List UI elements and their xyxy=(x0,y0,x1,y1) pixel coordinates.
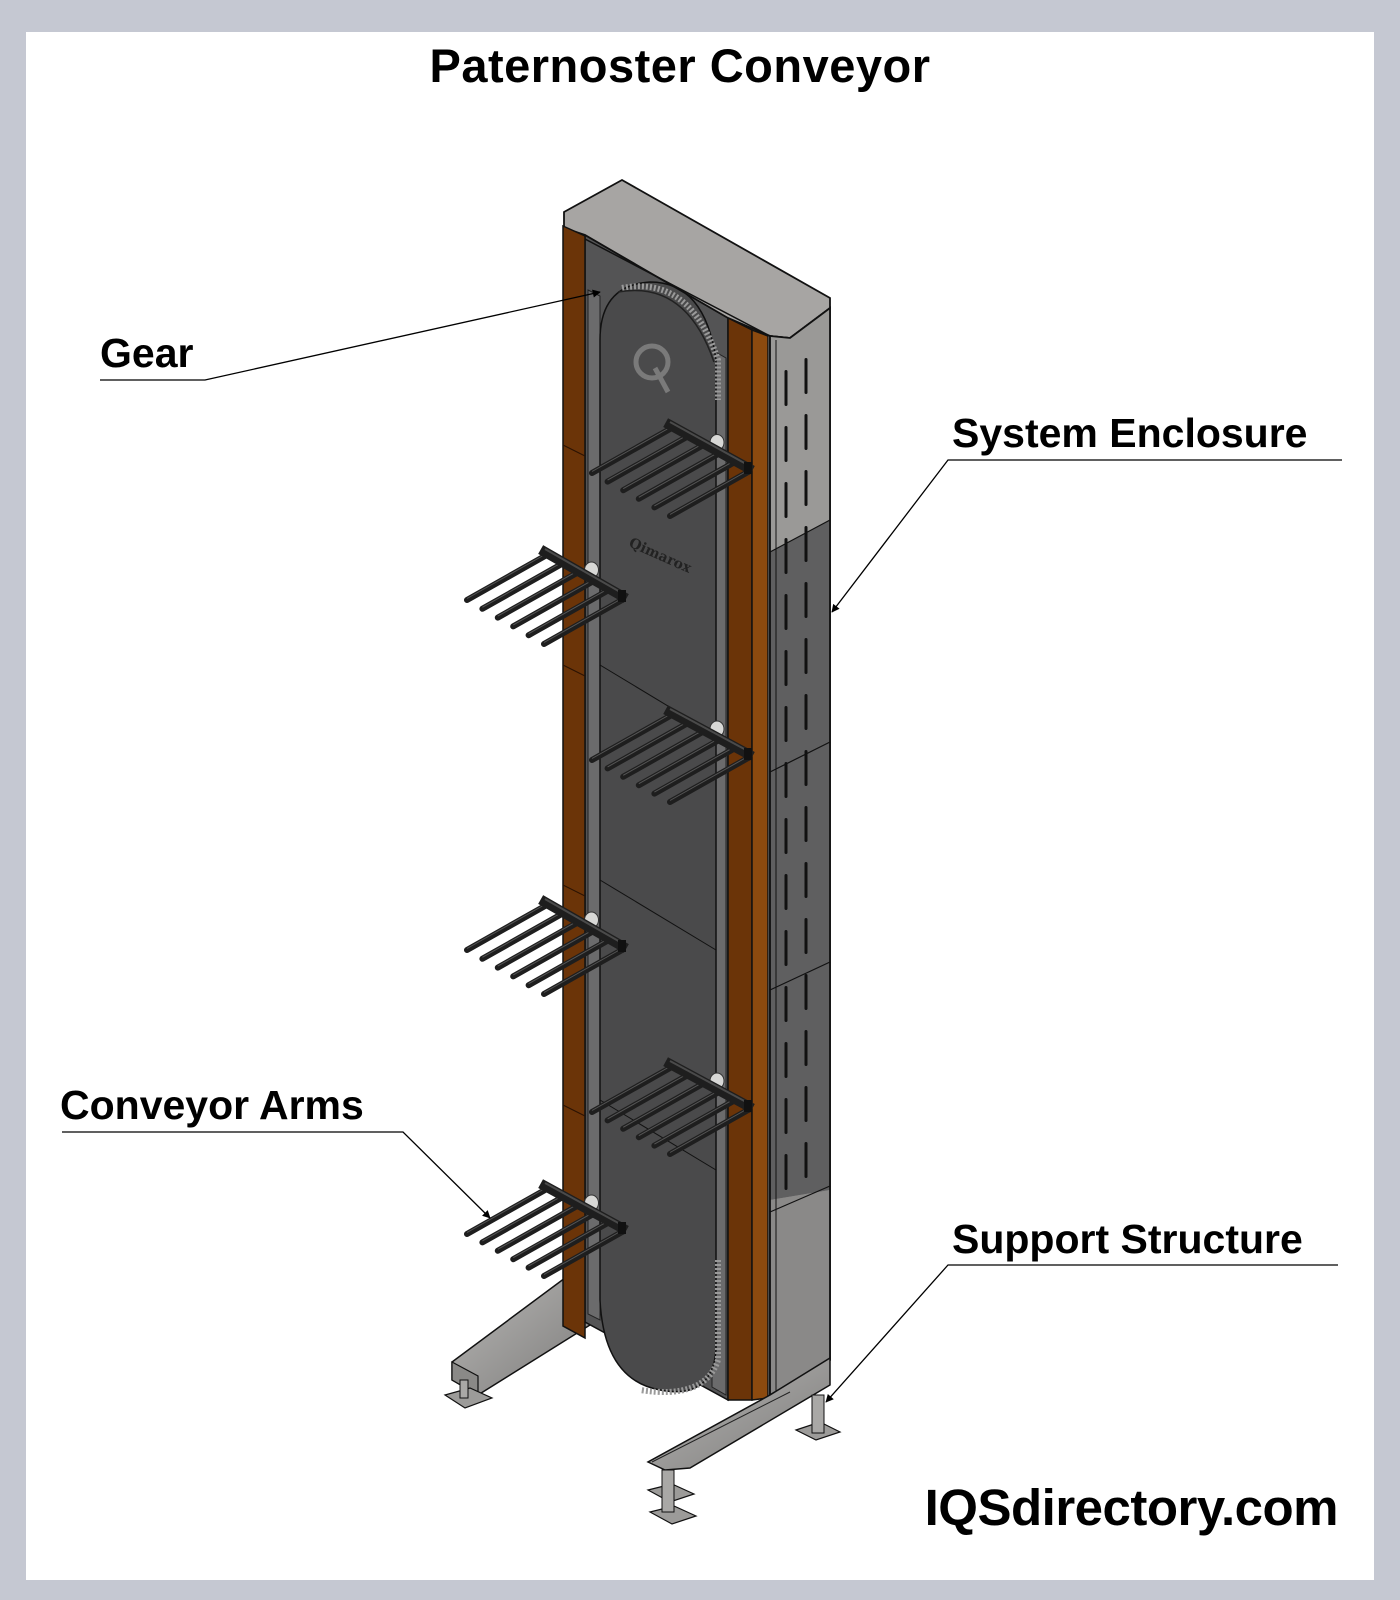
enclosure-slot xyxy=(804,414,808,450)
enclosure-slot xyxy=(804,806,808,842)
enclosure-slot xyxy=(804,526,808,562)
conveyor-arms-leader xyxy=(62,1131,491,1219)
enclosure-slot xyxy=(784,762,788,798)
gear-label: Gear xyxy=(100,330,194,376)
enclosure-slot xyxy=(784,986,788,1022)
system-enclosure-leader xyxy=(831,459,1342,613)
enclosure-slot xyxy=(784,426,788,462)
enclosure-slot xyxy=(784,706,788,742)
enclosure-slot xyxy=(804,470,808,506)
conveyor-arm xyxy=(589,1057,755,1157)
support-leg-right xyxy=(646,1356,842,1525)
enclosure-slot xyxy=(804,694,808,730)
system-enclosure: Qimarox xyxy=(562,178,831,1402)
brand-watermark: IQSdirectory.com xyxy=(924,1479,1339,1536)
conveyor-arm xyxy=(589,418,755,519)
right-post-outer xyxy=(751,328,769,1401)
conveyor-arm xyxy=(464,895,629,997)
q-logo-icon xyxy=(633,343,671,394)
support-structure-label: Support Structure xyxy=(952,1216,1303,1262)
enclosure-slot xyxy=(784,930,788,966)
enclosure-slot xyxy=(784,1042,788,1078)
enclosure-slot xyxy=(784,650,788,686)
conveyor-arms xyxy=(464,418,755,1279)
enclosure-slot xyxy=(804,1142,808,1178)
enclosure-slot xyxy=(804,862,808,898)
enclosure-slot xyxy=(804,358,808,394)
enclosure-slot xyxy=(804,918,808,954)
enclosure-slot xyxy=(784,1154,788,1190)
system-enclosure-label: System Enclosure xyxy=(952,410,1308,456)
support-structure-leader xyxy=(825,1264,1338,1403)
enclosure-slot xyxy=(784,370,788,406)
enclosure-slot xyxy=(804,750,808,786)
enclosure-slot xyxy=(804,1086,808,1122)
enclosure-slot xyxy=(784,538,788,574)
conveyor-arm xyxy=(464,1179,629,1279)
conveyor-arm xyxy=(464,545,629,647)
enclosure-slot xyxy=(784,818,788,854)
diagram-title: Paternoster Conveyor xyxy=(429,39,931,92)
enclosure-slot xyxy=(804,1030,808,1066)
enclosure-slot xyxy=(784,1098,788,1134)
enclosure-slot xyxy=(804,974,808,1010)
leader-lines xyxy=(62,289,1342,1403)
enclosure-slot xyxy=(784,482,788,518)
enclosure-slot xyxy=(804,582,808,618)
left-post xyxy=(562,224,586,1340)
enclosure-slots xyxy=(784,358,808,1190)
conveyor-arm xyxy=(589,705,755,805)
gear-teeth xyxy=(621,283,721,400)
gear-leader xyxy=(100,289,601,381)
enclosure-slot xyxy=(784,874,788,910)
enclosure-slot xyxy=(804,638,808,674)
enclosure-slot xyxy=(784,594,788,630)
conveyor-arms-label: Conveyor Arms xyxy=(60,1082,364,1128)
